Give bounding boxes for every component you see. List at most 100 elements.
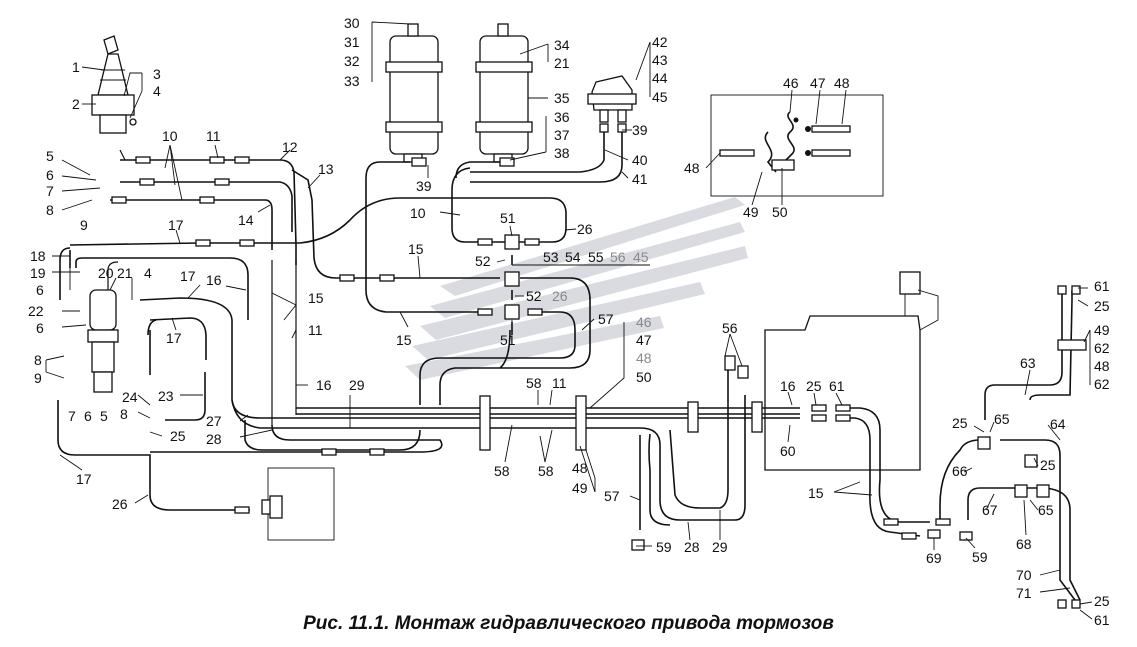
callout: 24 xyxy=(122,389,138,405)
callout: 66 xyxy=(952,463,968,479)
callout: 10 xyxy=(162,128,178,144)
callout: 16 xyxy=(316,377,332,393)
callout: 48 xyxy=(1094,358,1110,374)
callout: 56 xyxy=(722,320,738,336)
callout: 49 xyxy=(743,204,759,220)
callout: 50 xyxy=(772,204,788,220)
callout: 1 xyxy=(72,59,80,75)
callout: 65 xyxy=(994,411,1010,427)
callout: 48 xyxy=(636,350,652,366)
tank xyxy=(764,271,939,471)
callout: 70 xyxy=(1016,567,1032,583)
callout: 9 xyxy=(34,370,42,386)
callout: 26 xyxy=(112,496,128,512)
callout: 67 xyxy=(982,502,998,518)
callout: 14 xyxy=(238,212,254,228)
brake-valve xyxy=(91,35,137,134)
callout: 25 xyxy=(170,428,186,444)
callout: 11 xyxy=(552,375,567,391)
callout: 7 xyxy=(68,408,76,424)
callout: 56 xyxy=(610,249,626,265)
callout: 45 xyxy=(652,89,668,105)
callout: 28 xyxy=(206,431,222,447)
callout: 37 xyxy=(554,127,570,143)
callout: 7 xyxy=(46,183,54,199)
callout: 49 xyxy=(572,480,588,496)
callout: 46 xyxy=(636,314,652,330)
callout: 16 xyxy=(206,272,222,288)
callout: 36 xyxy=(554,109,570,125)
callout: 21 xyxy=(554,55,570,71)
pressure-switch xyxy=(587,75,637,123)
callout: 18 xyxy=(30,248,46,264)
callout: 25 xyxy=(1040,457,1056,473)
callout: 8 xyxy=(120,406,128,422)
leader-lines xyxy=(45,21,1093,620)
callout: 25 xyxy=(952,415,968,431)
callout: 43 xyxy=(652,52,668,68)
callout: 6 xyxy=(46,167,54,183)
callout: 29 xyxy=(349,377,365,393)
callout: 49 xyxy=(1094,322,1110,338)
callout: 60 xyxy=(780,443,796,459)
callout: 31 xyxy=(344,34,360,50)
callout: 39 xyxy=(416,178,432,194)
watermark-logo xyxy=(405,197,748,380)
callout: 15 xyxy=(308,290,324,306)
callout: 46 xyxy=(783,75,799,91)
callout: 61 xyxy=(829,378,845,394)
callout: 52 xyxy=(526,288,542,304)
callout: 48 xyxy=(572,460,588,476)
callout: 50 xyxy=(636,369,652,385)
callout: 71 xyxy=(1016,585,1032,601)
callout: 41 xyxy=(632,171,648,187)
callout: 59 xyxy=(972,549,988,565)
callout: 58 xyxy=(526,375,542,391)
figure-caption: Рис. 11.1. Монтаж гидравлического привод… xyxy=(303,613,834,634)
callout: 40 xyxy=(632,152,648,168)
callout: 34 xyxy=(554,37,570,53)
callout: 58 xyxy=(538,463,554,479)
wheel-cylinder xyxy=(261,467,335,541)
callout: 57 xyxy=(598,311,614,327)
clamp-detail-inset xyxy=(710,94,884,197)
callout: 52 xyxy=(475,253,491,269)
callout: 9 xyxy=(80,217,88,233)
callout: 11 xyxy=(206,128,221,144)
callout: 25 xyxy=(1094,298,1110,314)
callout: 33 xyxy=(344,73,360,89)
callout: 38 xyxy=(554,145,570,161)
callout: 26 xyxy=(577,221,593,237)
callout: 51 xyxy=(500,210,516,226)
pipe-network xyxy=(57,130,1081,601)
callout: 22 xyxy=(28,303,44,319)
accumulator-right xyxy=(475,23,533,163)
callout-labels: 1 2 3 4 5 6 7 8 9 10 11 12 13 14 17 18 1… xyxy=(28,15,1110,628)
callout: 32 xyxy=(344,53,360,69)
callout: 2 xyxy=(72,96,80,112)
callout: 47 xyxy=(636,332,652,348)
callout: 5 xyxy=(100,408,108,424)
callout: 15 xyxy=(408,241,424,257)
callout: 59 xyxy=(656,539,672,555)
callout: 25 xyxy=(1094,593,1110,609)
callout: 69 xyxy=(926,550,942,566)
callout: 61 xyxy=(1094,278,1110,294)
callout: 65 xyxy=(1038,502,1054,518)
callout: 17 xyxy=(180,268,196,284)
callout: 27 xyxy=(206,413,222,429)
callout: 53 xyxy=(543,249,559,265)
callout: 45 xyxy=(633,249,649,265)
callout: 17 xyxy=(166,330,182,346)
callout: 64 xyxy=(1050,416,1066,432)
callout: 26 xyxy=(552,288,568,304)
callout: 55 xyxy=(588,249,604,265)
callout: 35 xyxy=(554,90,570,106)
callout: 23 xyxy=(158,388,174,404)
callout: 11 xyxy=(308,322,323,338)
callout: 58 xyxy=(494,463,510,479)
master-cylinder xyxy=(87,289,119,393)
callout: 48 xyxy=(834,75,850,91)
callout: 57 xyxy=(604,488,620,504)
